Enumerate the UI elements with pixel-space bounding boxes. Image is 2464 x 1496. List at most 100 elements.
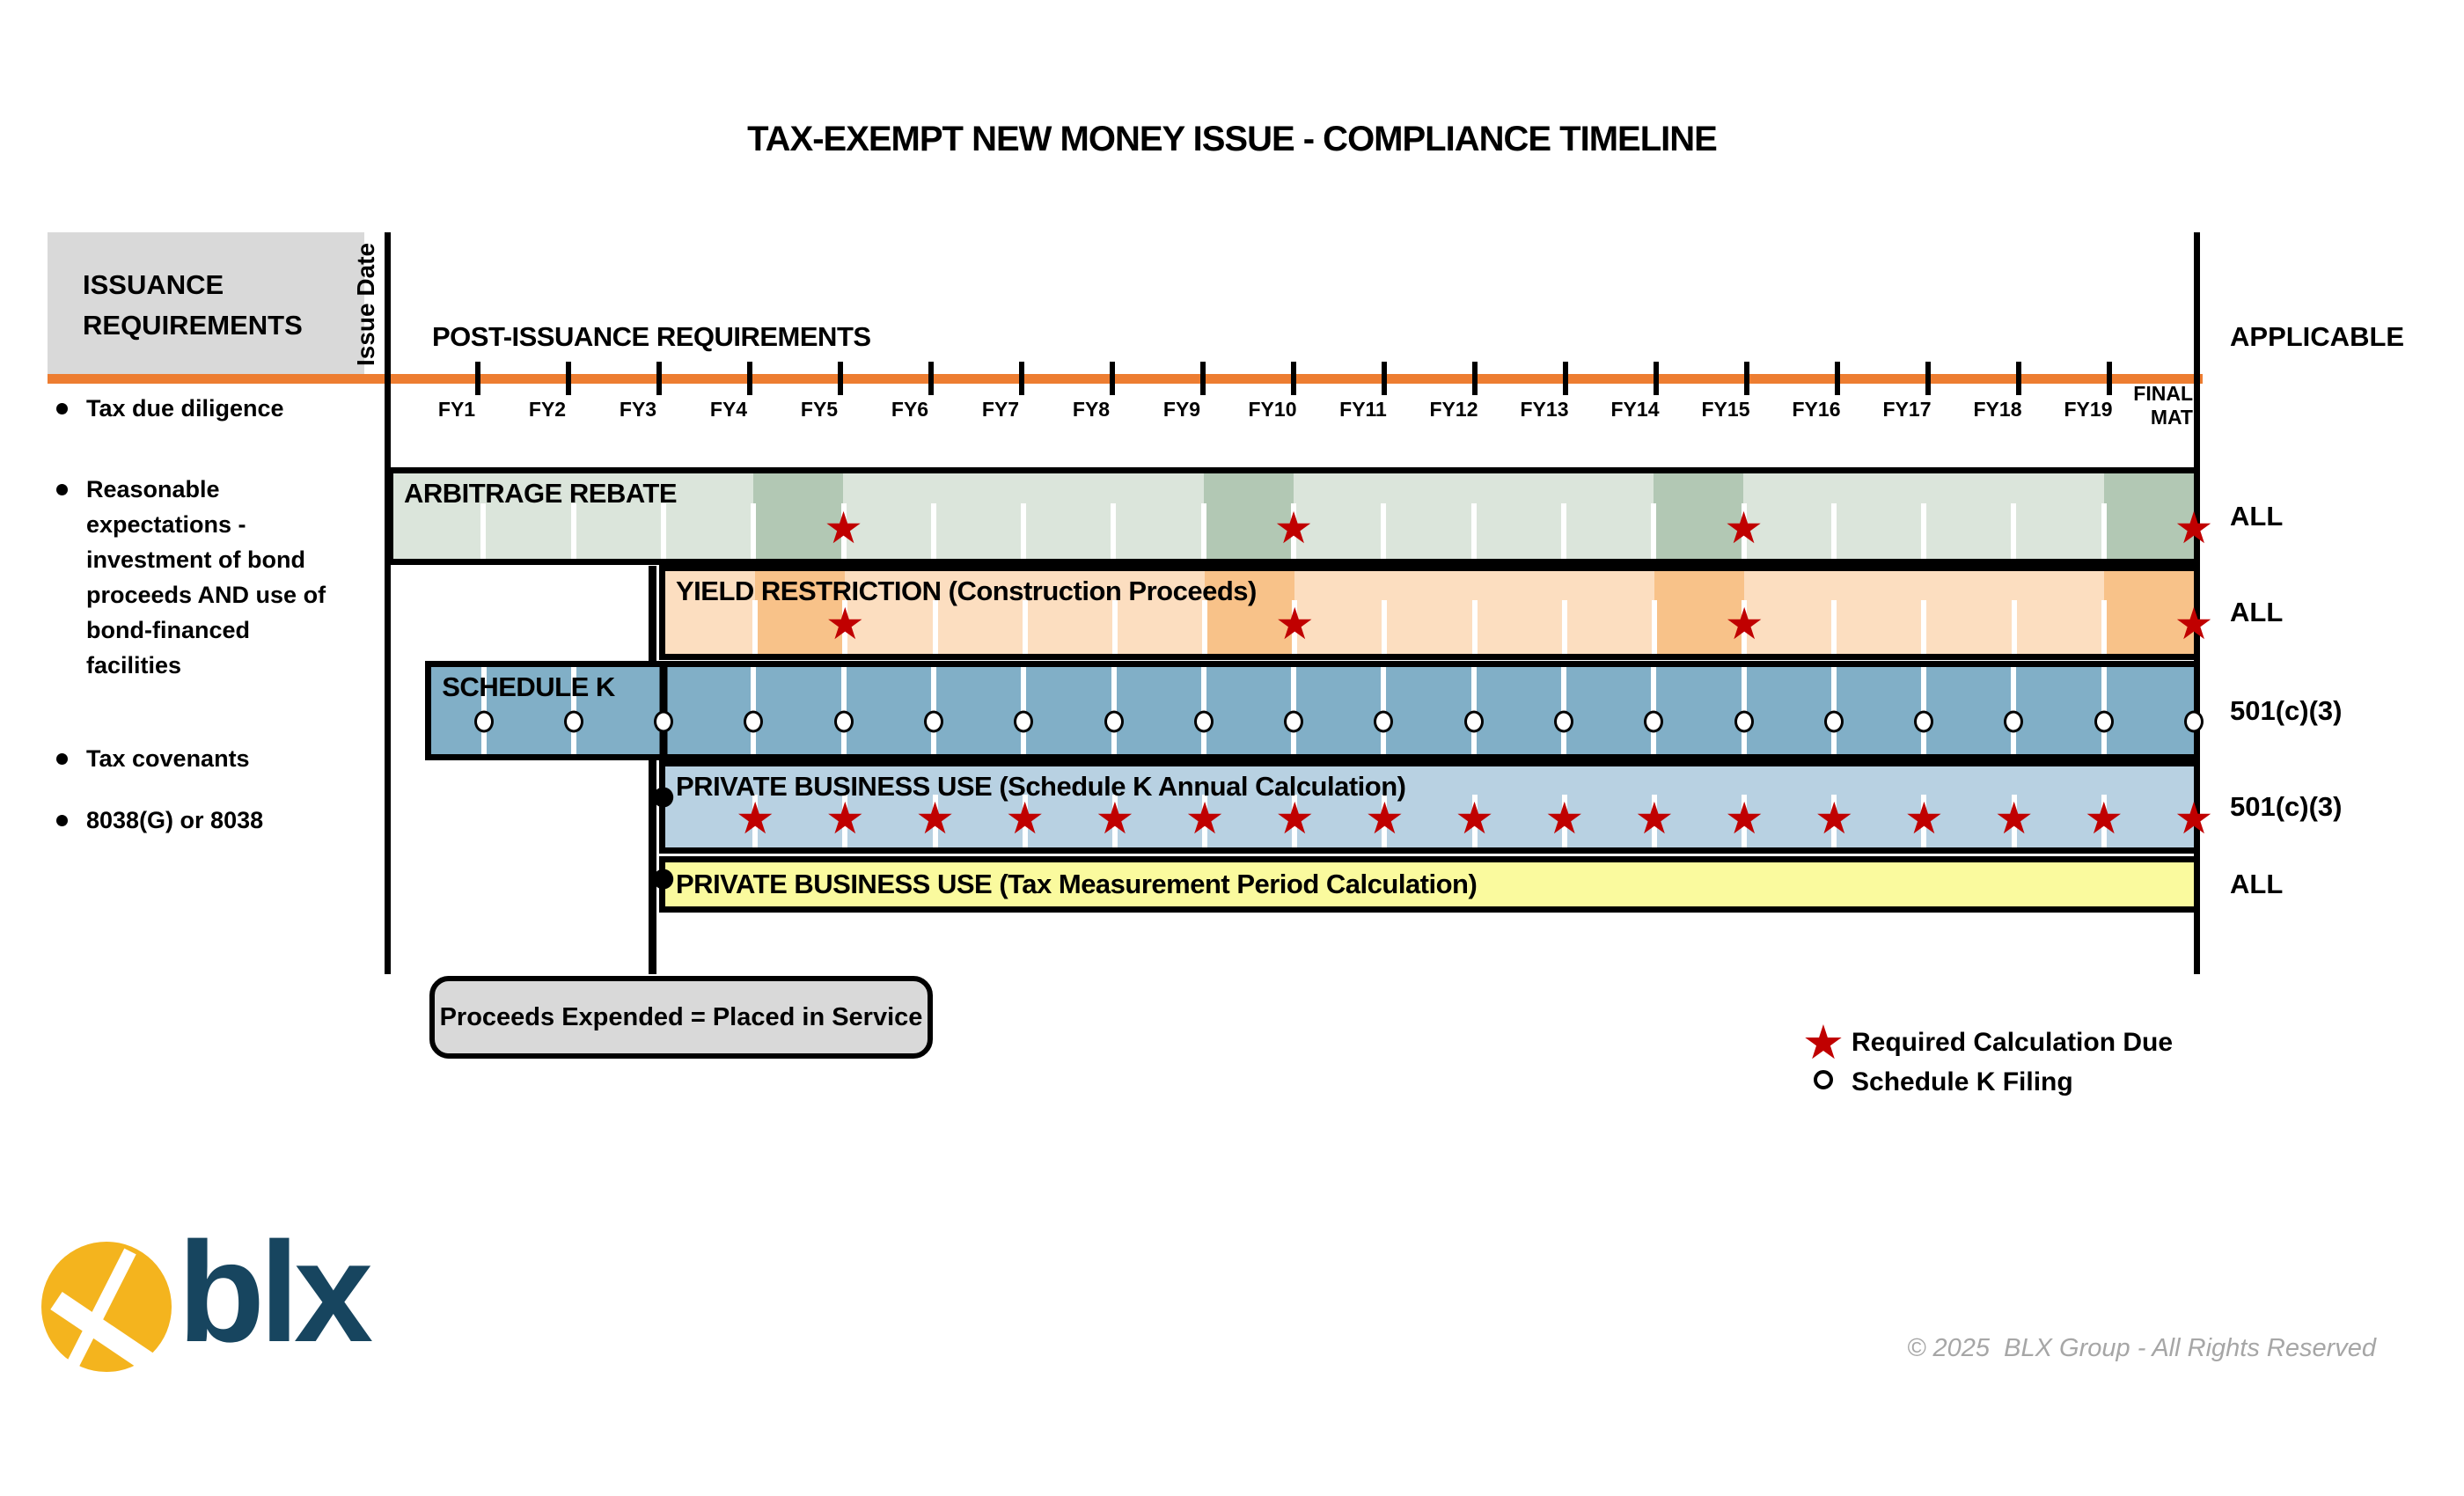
- issue-date-line: [385, 232, 391, 974]
- required-calculation-star-icon: ★: [1724, 598, 1764, 650]
- required-calculation-star-icon: ★: [1724, 792, 1764, 844]
- applicable-arbitrage-rebate: ALL: [2230, 500, 2284, 532]
- required-calculation-star-icon: ★: [1274, 598, 1315, 650]
- axis-tick-fy12: [1472, 362, 1478, 395]
- year-tick: [1292, 599, 1298, 654]
- schedule-k-filing-icon: [1014, 710, 1034, 733]
- schedule-k-filing-icon: [1193, 710, 1214, 733]
- circle-icon: [1814, 1070, 1833, 1089]
- year-tick: [930, 667, 936, 754]
- final-mat-line: MAT: [2150, 406, 2193, 429]
- page-title: TAX-EXEMPT NEW MONEY ISSUE - COMPLIANCE …: [747, 120, 1718, 158]
- schedule-k-filing-icon: [563, 710, 583, 733]
- axis-tick-fy3: [656, 362, 662, 395]
- required-calculation-star-icon: ★: [915, 792, 955, 844]
- axis-label-fy14: FY14: [1610, 398, 1660, 421]
- final-mat-line: FINAL: [2133, 382, 2193, 405]
- year-tick: [1111, 667, 1117, 754]
- year-tick: [660, 502, 666, 559]
- year-tick: [1742, 599, 1748, 654]
- axis-tick-fy8: [1110, 362, 1115, 395]
- axis-tick-fy19: [2107, 362, 2112, 395]
- year-tick: [570, 667, 576, 754]
- year-tick: [1651, 502, 1657, 559]
- year-tick: [840, 667, 847, 754]
- legend: ★ Required Calculation Due Schedule K Fi…: [1795, 1018, 2174, 1102]
- bar-label-arbitrage-rebate: ARBITRAGE REBATE: [404, 478, 678, 509]
- year-tick: [932, 599, 938, 654]
- year-tick: [1470, 502, 1477, 559]
- year-tick: [1741, 502, 1747, 559]
- axis-tick-fy6: [928, 362, 934, 395]
- year-tick: [1471, 599, 1478, 654]
- required-calculation-star-icon: ★: [1274, 792, 1315, 844]
- axis-label-fy3: FY3: [619, 398, 657, 421]
- year-tick: [1830, 667, 1837, 754]
- year-tick: [1292, 795, 1298, 847]
- year-tick: [1382, 795, 1388, 847]
- year-tick: [1742, 795, 1748, 847]
- bar-pbu-annual: ★★★★★★★★★★★★★★★★★PRIVATE BUSINESS USE (S…: [653, 760, 2213, 854]
- shaded-period-year-10: [1203, 473, 1294, 559]
- required-calculation-star-icon: ★: [825, 792, 865, 844]
- year-tick: [1470, 667, 1477, 754]
- schedule-k-filing-icon: [1553, 710, 1573, 733]
- schedule-k-filing-icon: [744, 710, 764, 733]
- bar-yield-restriction: ★★★★YIELD RESTRICTION (Construction Proc…: [659, 565, 2213, 660]
- year-tick: [1471, 795, 1478, 847]
- schedule-k-filing-icon: [473, 710, 494, 733]
- applicable-header: APPLICABLE: [2230, 321, 2405, 352]
- year-tick: [751, 667, 757, 754]
- axis-tick-fy9: [1200, 362, 1206, 395]
- legend-label: Required Calculation Due: [1852, 1027, 2174, 1057]
- axis-tick-fy14: [1654, 362, 1659, 395]
- copyright-text: © 2025 BLX Group - All Rights Reserved: [1907, 1334, 2376, 1362]
- schedule-k-filing-icon: [833, 710, 854, 733]
- schedule-k-filing-icon: [654, 710, 674, 733]
- axis-tick-fy7: [1019, 362, 1024, 395]
- schedule-k-filing-icon: [1914, 710, 1934, 733]
- schedule-k-filing-icon: [923, 710, 943, 733]
- year-tick: [2101, 667, 2107, 754]
- axis-tick-fy15: [1744, 362, 1749, 395]
- legend-item-schedule-k-filing: Schedule K Filing: [1795, 1062, 2173, 1102]
- schedule-k-filing-icon: [1284, 710, 1304, 733]
- required-calculation-star-icon: ★: [1005, 792, 1045, 844]
- required-calculation-star-icon: ★: [1184, 792, 1225, 844]
- year-tick: [1741, 667, 1747, 754]
- shaded-period-year-20: [2103, 571, 2194, 654]
- issuance-requirements-header-box: ISSUANCE REQUIREMENTS: [48, 232, 364, 378]
- shaded-period-year-5: [753, 473, 844, 559]
- post-issuance-header: POST-ISSUANCE REQUIREMENTS: [432, 321, 871, 352]
- required-calculation-star-icon: ★: [2174, 598, 2214, 650]
- bar-arbitrage-rebate: ★★★★ARBITRAGE REBATE: [387, 467, 2213, 565]
- year-tick: [1200, 667, 1206, 754]
- year-tick: [1651, 667, 1657, 754]
- axis-tick-fy1: [475, 362, 480, 395]
- year-tick: [2011, 502, 2017, 559]
- year-tick: [1291, 502, 1296, 559]
- required-calculation-star-icon: ★: [2174, 502, 2214, 554]
- year-tick: [480, 502, 487, 559]
- year-tick: [1111, 599, 1118, 654]
- issuance-item-4: 8038(G) or 8038: [49, 803, 345, 838]
- axis-label-fy9: FY9: [1162, 398, 1201, 421]
- year-tick: [751, 502, 757, 559]
- year-tick: [1830, 502, 1837, 559]
- proceeds-callout: Proceeds Expended = Placed in Service: [429, 976, 933, 1059]
- axis-tick-fy10: [1291, 362, 1296, 395]
- year-tick: [1921, 502, 1927, 559]
- year-tick: [1202, 795, 1208, 847]
- year-tick: [2011, 667, 2017, 754]
- issuance-requirements-header: ISSUANCE REQUIREMENTS: [83, 268, 303, 341]
- axis-label-fy5: FY5: [800, 398, 839, 421]
- year-tick: [752, 599, 759, 654]
- axis-label-fy10: FY10: [1248, 398, 1297, 421]
- year-tick: [1200, 502, 1206, 559]
- axis-label-fy16: FY16: [1792, 398, 1841, 421]
- proceeds-connector-line: [649, 566, 656, 974]
